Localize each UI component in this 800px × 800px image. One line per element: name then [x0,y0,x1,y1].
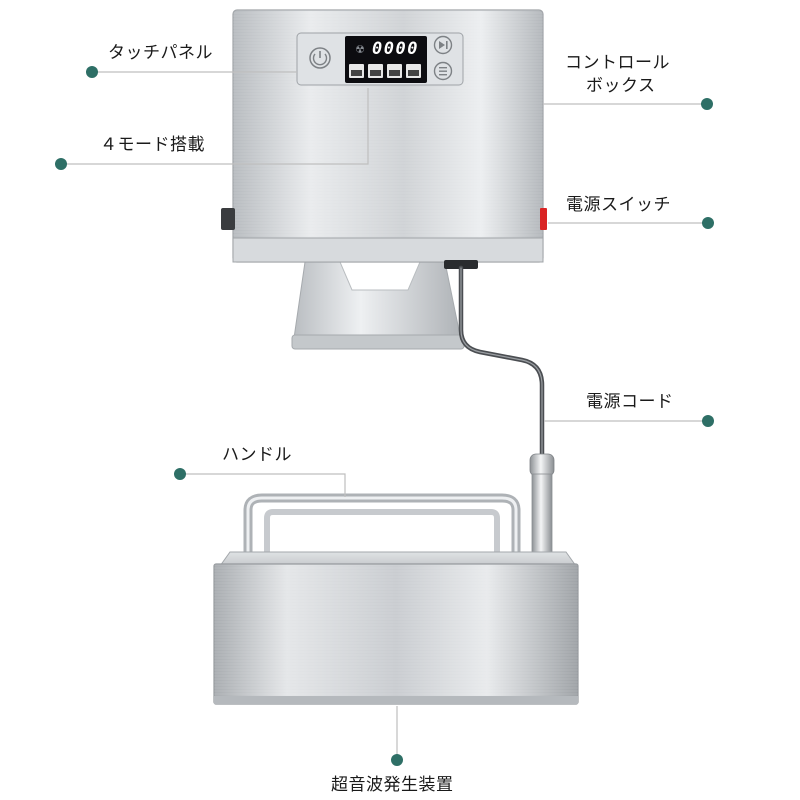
callout-control-box [543,98,713,110]
callout-ultrasonic-generator [391,706,403,766]
menu-list-icon[interactable] [433,61,453,81]
mode-buttons [349,64,421,78]
touch-panel[interactable]: ☢ 0000 [296,32,464,86]
callout-power-switch [548,217,714,229]
power-switch[interactable] [540,208,547,230]
label-power-cord: 電源コード [586,392,674,412]
callout-power-cord [544,415,714,427]
power-button-icon[interactable] [309,47,331,69]
hazard-icon: ☢ [355,43,365,56]
label-power-switch: 電源スイッチ [566,195,671,215]
label-four-modes: ４モード搭載 [100,135,205,155]
label-control-box-line1: コントロール [565,53,670,73]
generator-handle[interactable] [243,493,521,555]
label-control-box-line2: ボックス [586,76,656,96]
callout-handle [174,468,346,497]
callout-four-modes [55,88,369,170]
play-pause-icon[interactable] [433,35,453,55]
display-digits: 0000 [372,39,419,59]
callout-touch-panel [86,66,297,78]
side-connector-icon [221,208,235,230]
power-cord [458,265,555,557]
control-box-stand [291,261,465,350]
label-handle: ハンドル [222,445,292,465]
label-touch-panel: タッチパネル [108,43,213,63]
ultrasonic-generator [213,551,579,705]
label-ultrasonic-generator: 超音波発生装置 [331,775,454,795]
